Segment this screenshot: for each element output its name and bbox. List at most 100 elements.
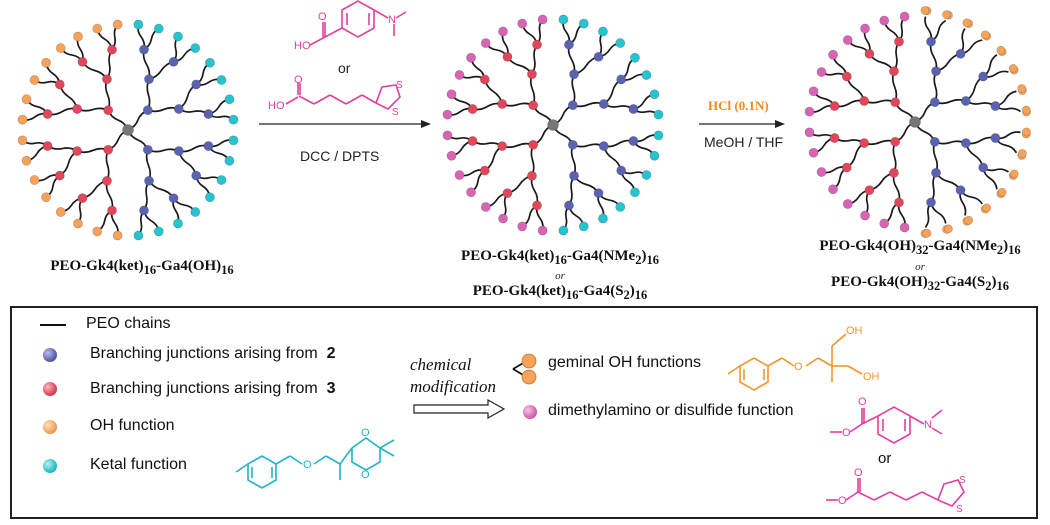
final-compound-label-2: PEO-Gk4(OH)32-Ga4(S2)16 [831, 274, 1009, 293]
geminal-oh-end [982, 203, 992, 213]
peo-chain [147, 106, 180, 113]
end-group [216, 175, 227, 185]
end-group [649, 150, 660, 161]
red-junction [54, 79, 65, 90]
end-group [190, 43, 201, 53]
red-junction [107, 44, 117, 55]
pink-end [842, 35, 853, 45]
end-group [480, 202, 491, 212]
start-compound-label: PEO-Gk4(ket)16-Ga4(OH)16 [50, 258, 234, 277]
reaction1-arrow [259, 120, 431, 128]
pink-end [899, 11, 910, 22]
end-group [173, 218, 183, 229]
legend-red: Branching junctions arising from 3 [90, 380, 336, 397]
end-group [446, 150, 457, 161]
modification-arrow [413, 398, 506, 420]
geminal-oh-1: OH [846, 325, 863, 337]
end-group [615, 202, 626, 212]
end-group [17, 114, 28, 125]
end-group [133, 19, 144, 30]
blue-junction [142, 105, 153, 116]
peo-chain [104, 78, 111, 111]
red-junction [467, 104, 478, 114]
peo-chain [529, 73, 536, 106]
red-junction [103, 144, 114, 155]
blue-junction [926, 36, 936, 47]
end-group [615, 38, 626, 48]
end-group [228, 114, 239, 125]
red-junction [479, 165, 490, 176]
peo-chain [147, 148, 180, 153]
peo-chain [501, 102, 534, 107]
atom-ho-2: HO [268, 100, 285, 112]
benzoate-o-2: O [858, 396, 867, 408]
reaction2-conditions: MeOH / THF [704, 134, 784, 150]
geminal-oh-end [997, 187, 1007, 197]
end-group [112, 19, 123, 30]
red-junction [859, 96, 870, 106]
end-group [498, 26, 508, 37]
blue-junction [978, 162, 989, 173]
ketal-structure: O O O [235, 427, 395, 489]
blue-junction [144, 175, 154, 186]
red-junction [77, 56, 88, 67]
peo-chain [572, 143, 605, 148]
end-group [649, 89, 660, 100]
red-junction [479, 74, 490, 85]
legend-pink: dimethylamino or disulfide function [548, 402, 794, 419]
blue-junction [203, 109, 214, 119]
end-group [21, 94, 32, 105]
final-or: or [915, 261, 925, 273]
red-junction [859, 138, 870, 148]
geminal-oh-end [1017, 149, 1027, 158]
geminal-oh-end [920, 6, 930, 15]
legend-peo: PEO chains [86, 315, 171, 332]
dendrimer-intermediate [442, 14, 664, 236]
blue-junction [955, 185, 966, 196]
end-group [73, 218, 83, 229]
pink-end [860, 23, 870, 34]
peo-chain [501, 142, 534, 149]
red-junction [54, 170, 65, 181]
end-group [41, 192, 51, 203]
end-group [442, 130, 453, 141]
red-junction [527, 69, 537, 80]
blue-junction [173, 104, 184, 114]
pink-end [804, 106, 815, 117]
end-group [498, 213, 508, 224]
lipoic-acid-structure: O HO S S [268, 75, 403, 118]
end-group [558, 14, 569, 25]
peo-chain [530, 144, 535, 177]
orange-oh-dot [43, 420, 57, 434]
dendrimer-core [909, 116, 921, 128]
dendrimer-start [17, 19, 239, 241]
blue-junction [569, 69, 579, 80]
end-group [466, 187, 476, 198]
chemical-modification-label: chemical modification [410, 355, 496, 396]
end-group [537, 225, 548, 236]
blue-junction [564, 200, 574, 211]
end-group [517, 18, 528, 29]
legend-geminal: geminal OH functions [548, 354, 701, 371]
dendrimer-final [804, 6, 1031, 238]
aminobenzoate-structure: O O N [830, 396, 943, 444]
pink-end [816, 167, 827, 177]
end-group [133, 230, 144, 241]
red-junction [829, 101, 840, 111]
red-junction [864, 48, 875, 59]
red-junction [102, 175, 112, 186]
blue-junction [931, 167, 941, 178]
end-group [41, 57, 51, 68]
blue-junction [144, 74, 154, 85]
end-group [224, 155, 235, 166]
red-junction [889, 167, 899, 178]
reaction1-or: or [338, 60, 351, 76]
blue-junction [191, 79, 202, 90]
peo-chain-swatch [40, 324, 66, 326]
atom-s-1: S [396, 80, 403, 91]
end-group [153, 226, 164, 237]
end-group [17, 135, 28, 146]
red-junction [77, 193, 88, 204]
peo-chain [572, 101, 605, 108]
end-group [454, 170, 465, 180]
